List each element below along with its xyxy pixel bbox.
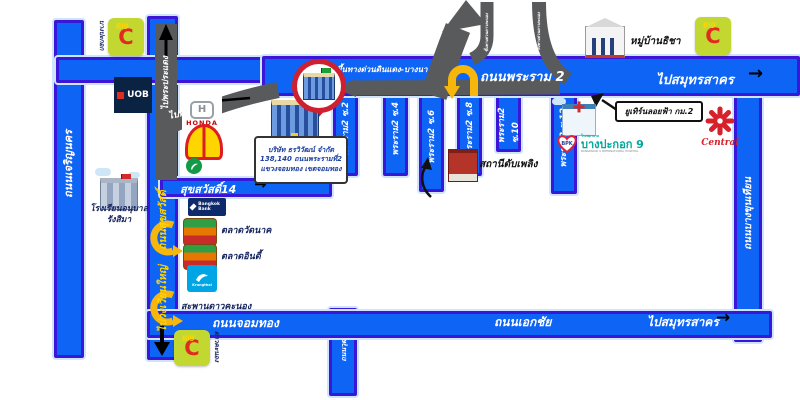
bpk-heart-icon: BPK [557, 135, 577, 154]
bigc-c-text: C [184, 335, 200, 360]
company-address-line2: แขวงจอมทอง เขตจอมทอง [260, 164, 342, 173]
central-flower-icon [705, 106, 735, 136]
cloud-icon [128, 172, 140, 178]
rama2-label: ถนนพระราม 2 [480, 70, 565, 85]
charoen-nakhon-label: ถนนเจริญนคร [62, 130, 75, 198]
soi-6-label: พระราม2 ซ.6 [426, 110, 437, 164]
road-bang-khun-thian-label: ถนนบางขุนเทียน [742, 176, 754, 250]
red-cross-icon [573, 101, 585, 113]
cloud-icon [552, 98, 566, 105]
bpk-name-label: บางปะกอก 9 [581, 137, 644, 151]
bigc-c-text: C [118, 24, 134, 49]
bigc-rama2-logo: Big C [695, 17, 731, 55]
road-chomthong-ekachai [147, 311, 772, 338]
green-bank-emblem-icon [191, 163, 198, 170]
to-samut-sakhon-arrow-icon: → [748, 63, 764, 84]
uturn-flyover-label: ยูเทิร์นลอยฟ้า กม.2 [624, 107, 694, 116]
chom-thong-label: ถนนจอมทอง [212, 316, 279, 330]
school-building-icon [100, 174, 138, 210]
school-label: โรงเรียนอนุบาล รังสิมา [84, 204, 154, 226]
bpk-abbr-text: BPK [561, 141, 573, 147]
bpk-sub-label: BANGPAKOK 9 INTERNATIONAL HOSPITAL [581, 149, 639, 154]
bigc-daokanong-branch-label: ดาวคะนอง [213, 331, 221, 362]
pediment-icon [586, 18, 624, 27]
company-location-pin [292, 59, 346, 113]
soi-4-label: พระราม2 ซ.4 [390, 102, 401, 156]
bangkok-bank-logo: Bangkok Bank [188, 198, 226, 216]
krungthai-bank-logo: Krungthai [187, 265, 217, 292]
market-indy-label: ตลาดอินดี้ [221, 252, 261, 262]
market-wat-nak-label: ตลาดวัดนาค [221, 226, 272, 236]
road-soi-6: พระราม2 ซ.6 [419, 88, 444, 192]
to-samut-sakhon-label: ไปสมุทรสาคร [656, 73, 734, 88]
bangpakok9-hospital-logo: BPK โรงพยาบาล บางปะกอก 9 BANGPAKOK 9 INT… [556, 134, 644, 154]
expressway-up-arrowhead [442, 0, 486, 32]
market-stall-icon [183, 218, 217, 246]
hospital-building-icon [562, 101, 596, 136]
fire-station-icon [448, 149, 478, 182]
cloud-icon [95, 168, 111, 176]
flag-icon [120, 174, 131, 179]
thicha-village-icon [585, 18, 625, 58]
to-wongwian-yai-label: ไปวงเวียนใหญ่ [157, 265, 169, 332]
school-label-line2: รังสิมา [106, 215, 132, 226]
soi-10-label: พระราม2 ซ.10 [496, 107, 521, 143]
ramp-down-label: ลงทางด่วนดาวคะนอง [536, 12, 541, 50]
to-samut-sakhon-south-label: ไปสมุทรสาคร [647, 315, 719, 329]
daokanong-bridge-label: สะพานดาวคะนอง [181, 302, 252, 312]
uob-label: UOB [127, 90, 149, 100]
flag-icon [320, 67, 331, 73]
bigc-c-text: C [705, 23, 721, 48]
company-info-box: บริษัท ธรวิวัฒน์ จำกัด 138,140 ถนนพระราม… [254, 136, 348, 184]
central-logo: Central [698, 104, 742, 148]
bigc-bangpakok-branch-label: บางปะกอก [98, 20, 106, 51]
road-soi-4: พระราม2 ซ.4 [383, 88, 408, 176]
uob-emblem-icon [117, 91, 125, 99]
krungthai-bird-icon [196, 273, 208, 282]
bigc-bangpakok-logo: Big C [108, 18, 144, 56]
bangkok-bank-lotus-icon [189, 203, 197, 211]
uturn-flyover-label-box: ยูเทิร์นลอยฟ้า กม.2 [615, 101, 703, 122]
to-samut-sakhon-south-arrow-icon: → [716, 308, 731, 328]
company-address-line1: 138,140 ถนนพระรามที่2 [259, 155, 343, 164]
thicha-village-label: หมู่บ้านธิชา [630, 36, 681, 47]
expressway-note-label: ขึ้นทางด่วนดินแดง-บางนา [336, 65, 428, 74]
central-label: Central [701, 138, 739, 148]
bigc-daokanong-logo: Big C [174, 330, 210, 366]
green-bank-logo [186, 158, 202, 174]
columns-icon [591, 38, 619, 55]
krungthai-label: Krungthai [192, 282, 212, 287]
uob-bank-logo: UOB [114, 77, 152, 113]
ramp-up-label: ขึ้นทางด่วนดาวคะนอง [484, 13, 489, 52]
honda-h-emblem-icon: H [190, 100, 214, 119]
suksawat-label: ถนนสุขสวัสดิ์ [157, 190, 169, 250]
road-bang-khun-thian: ถนนบางขุนเทียน [734, 90, 762, 342]
ekachai-label: ถนนเอกชัย [494, 315, 552, 329]
company-building-icon [303, 67, 335, 100]
fire-station-label: สถานีดับเพลิง [479, 159, 538, 170]
bpk-pre-label: โรงพยาบาล [581, 133, 600, 138]
bangkok-bank-label: Bangkok Bank [198, 202, 220, 212]
suksawat14-label: สุขสวัสดิ์14 [180, 183, 237, 196]
road-soi-10: พระราม2 ซ.10 [496, 88, 521, 152]
school-label-line1: โรงเรียนอนุบาล [90, 204, 148, 214]
company-name: บริษัท ธรวิวัฒน์ จำกัด [267, 145, 335, 154]
to-phra-pradaeng-label: ไปพระประแดง [161, 55, 171, 110]
